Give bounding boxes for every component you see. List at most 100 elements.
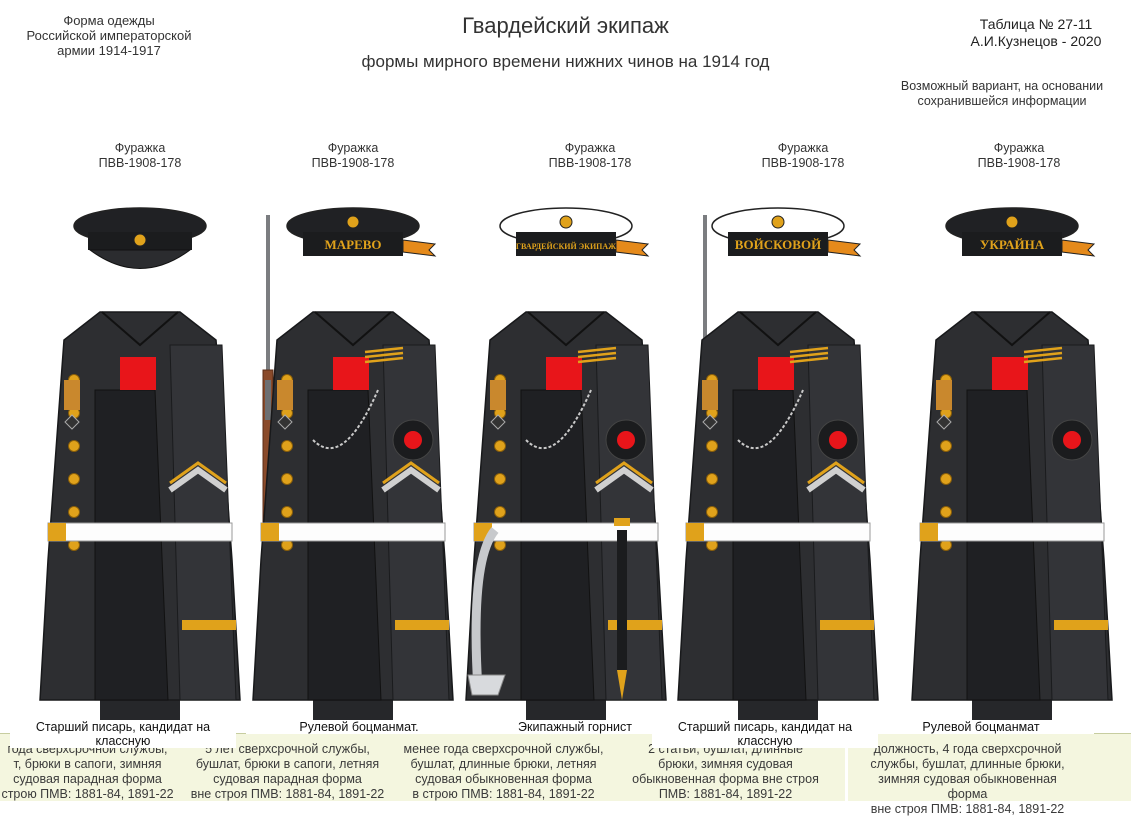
desc-line: судовая обыкновенная форма (415, 772, 592, 786)
table-reference: Таблица № 27-11 А.И.Кузнецов - 2020 (961, 16, 1111, 50)
cap-label-code: ПВВ-1908-178 (977, 156, 1061, 170)
cap-ribbon-tail (402, 239, 437, 257)
note-line: Возможный вариант, на основании (900, 79, 1104, 93)
white-belt (919, 522, 1105, 542)
figure-description: 5 лет сверхсрочной службы, бушлат, брюки… (180, 742, 395, 802)
belt-buckle (920, 523, 938, 541)
sleeve-chevron (381, 466, 441, 493)
cuff-stripes (820, 620, 874, 630)
cross-medal (936, 414, 952, 430)
cap-label-code: ПВВ-1908-178 (98, 156, 182, 170)
cap-label-name: Фуражка (777, 141, 829, 155)
desc-line: обыкновенная форма вне строя (632, 772, 819, 786)
collar (101, 311, 179, 347)
desc-line: менее года сверхсрочной службы, (403, 742, 604, 756)
button (281, 473, 293, 485)
cap-cockade (133, 233, 147, 247)
sleeve-chevron-gold (595, 461, 653, 485)
page-subtitle: формы мирного времени нижних чинов на 19… (361, 52, 770, 71)
cap (73, 207, 207, 269)
cap-label-code: ПВВ-1908-178 (761, 156, 845, 170)
cap-label-code: ПВВ-1908-178 (311, 156, 395, 170)
figure-title: Экипажный горнист (462, 720, 688, 734)
shoulder-stripe (1023, 356, 1063, 364)
sleeve-chevron-gold (807, 461, 865, 485)
cap-label-name: Фуражка (114, 141, 166, 155)
desc-line: бушлат, длинные брюки, летняя (410, 757, 597, 771)
cuff-stripes (395, 620, 449, 630)
belt-buckle (686, 523, 704, 541)
cap-ribbon-tail (615, 239, 650, 257)
uniform-figure: ВОЙСКОВОЙ (677, 207, 879, 720)
collar-patch (992, 357, 1028, 390)
shoulder-stripe (364, 356, 404, 364)
collar-patch (333, 357, 369, 390)
button (494, 473, 506, 485)
button (281, 440, 293, 452)
cross-medal (277, 414, 293, 430)
button (494, 506, 506, 518)
medal-ribbons (277, 380, 293, 410)
figure-title: Рулевой боцманмат (868, 720, 1094, 734)
description-strip (848, 733, 1131, 801)
cap-band (516, 232, 616, 256)
button (68, 506, 80, 518)
cap-cockade (1005, 215, 1019, 229)
cap-label-name: Фуражка (564, 141, 616, 155)
page-title: Гвардейский экипаж (462, 13, 669, 38)
desc-line: службы, бушлат, длинные брюки, (870, 757, 1065, 771)
dirk-scabbard (617, 530, 627, 670)
button (68, 440, 80, 452)
sleeve-chevron (168, 466, 228, 493)
figure-description: менее года сверхсрочной службы, бушлат, … (396, 742, 611, 802)
button (940, 473, 952, 485)
desc-line: т, брюки в сапоги, зимняя (13, 757, 162, 771)
uniform-figure (39, 207, 241, 720)
series-line: Форма одежды (63, 13, 155, 28)
collar-patch (546, 357, 582, 390)
dirk-guard (614, 518, 630, 526)
cap-ribbon-text: УКРАЙНА (980, 237, 1045, 252)
dirk (614, 518, 630, 700)
trade-badge-emblem (404, 431, 422, 449)
uniform-figure: УКРАЙНА (911, 207, 1113, 720)
jacket-front-panel (732, 389, 807, 701)
shoulder-stripe (577, 346, 617, 354)
rifle-bolt (265, 380, 271, 420)
shoulder-stripe (364, 351, 404, 359)
desc-line: бушлат, брюки в сапоги, летняя (195, 757, 380, 771)
desc-line: судовая парадная форма (13, 772, 162, 786)
whistle-lanyard (525, 389, 592, 450)
cap-ribbon-text: ВОЙСКОВОЙ (735, 237, 821, 252)
collar (314, 311, 392, 347)
button (706, 506, 718, 518)
cap-label-name: Фуражка (327, 141, 379, 155)
button (940, 506, 952, 518)
jacket-front-panel (307, 389, 382, 701)
figure-title: Рулевой боцманмат. (246, 720, 472, 734)
medal-ribbons (702, 380, 718, 410)
white-belt (260, 522, 446, 542)
reconstruction-note: Возможный вариант, на основании сохранив… (897, 79, 1107, 109)
cross-medal (64, 414, 80, 430)
sleeve-chevron-gold (169, 461, 227, 485)
figure-title: Старший писарь, кандидат на классную (10, 720, 236, 748)
collar-patch (120, 357, 156, 390)
cap-band (303, 232, 403, 256)
cap-ribbon-tail (1061, 239, 1096, 257)
cap-cockade (771, 215, 785, 229)
desc-line: должность, 4 года сверхсрочной (873, 742, 1062, 756)
cap-band (962, 232, 1062, 256)
button (706, 440, 718, 452)
cap-visor (88, 249, 192, 269)
uniform-figure: ГВАРДЕЙСКИЙ ЭКИПАЖ (465, 207, 667, 720)
cap-label-code: ПВВ-1908-178 (548, 156, 632, 170)
medal-ribbons (64, 380, 80, 410)
jacket-front-panel (966, 389, 1041, 701)
button (940, 440, 952, 452)
desc-line: ПМВ: 1881-84, 1891-22 (658, 787, 793, 801)
bugle (467, 527, 506, 696)
button (494, 440, 506, 452)
white-belt (685, 522, 871, 542)
uniform-figure: МАРЕВО (252, 207, 454, 720)
